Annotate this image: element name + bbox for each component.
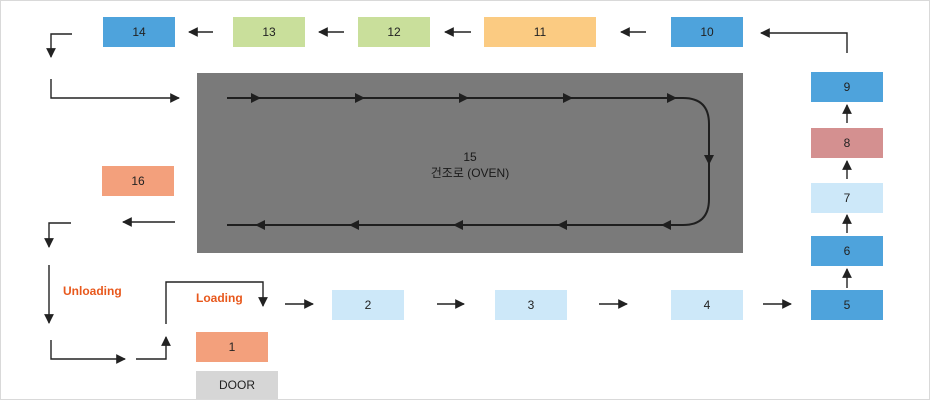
station-2: 2 bbox=[332, 290, 404, 320]
station-10: 10 bbox=[671, 17, 743, 47]
station-11: 11 bbox=[484, 17, 596, 47]
station-7: 7 bbox=[811, 183, 883, 213]
oven-number: 15 bbox=[463, 150, 477, 164]
station-9: 9 bbox=[811, 72, 883, 102]
station-12: 12 bbox=[358, 17, 430, 47]
oven-arrow-bottom-4 bbox=[349, 220, 359, 230]
door-box: DOOR bbox=[196, 371, 278, 399]
arrow-up-to-loading bbox=[136, 336, 171, 360]
oven-arrow-top-5 bbox=[667, 93, 677, 103]
arrow-14-down bbox=[46, 33, 72, 58]
arrow-to-10 bbox=[760, 28, 848, 53]
oven-arrow-top-1 bbox=[251, 93, 261, 103]
station-8: 8 bbox=[811, 128, 883, 158]
oven-arrow-top-2 bbox=[355, 93, 365, 103]
oven-arrow-bottom-2 bbox=[557, 220, 567, 230]
oven-arrow-bottom-3 bbox=[453, 220, 463, 230]
loading-label: Loading bbox=[196, 291, 243, 305]
arrow-to-loading-bottom bbox=[50, 340, 126, 364]
unloading-label: Unloading bbox=[63, 284, 122, 298]
oven-area bbox=[197, 73, 743, 253]
arrow-loading-hook bbox=[165, 281, 268, 324]
oven-label: 15 건조로 (OVEN) bbox=[197, 149, 743, 181]
station-16: 16 bbox=[102, 166, 174, 196]
arrow-into-oven bbox=[50, 79, 180, 103]
oven-arrow-right bbox=[704, 155, 714, 165]
station-13: 13 bbox=[233, 17, 305, 47]
station-4: 4 bbox=[671, 290, 743, 320]
arrow-exit-down bbox=[44, 222, 71, 248]
oven-name: 건조로 (OVEN) bbox=[430, 166, 510, 180]
oven-arrow-top-4 bbox=[563, 93, 573, 103]
station-5: 5 bbox=[811, 290, 883, 320]
station-6: 6 bbox=[811, 236, 883, 266]
oven-arrow-bottom-5 bbox=[255, 220, 265, 230]
station-3: 3 bbox=[495, 290, 567, 320]
station-1: 1 bbox=[196, 332, 268, 362]
oven-arrow-top-3 bbox=[459, 93, 469, 103]
station-14: 14 bbox=[103, 17, 175, 47]
oven-arrow-bottom-1 bbox=[661, 220, 671, 230]
